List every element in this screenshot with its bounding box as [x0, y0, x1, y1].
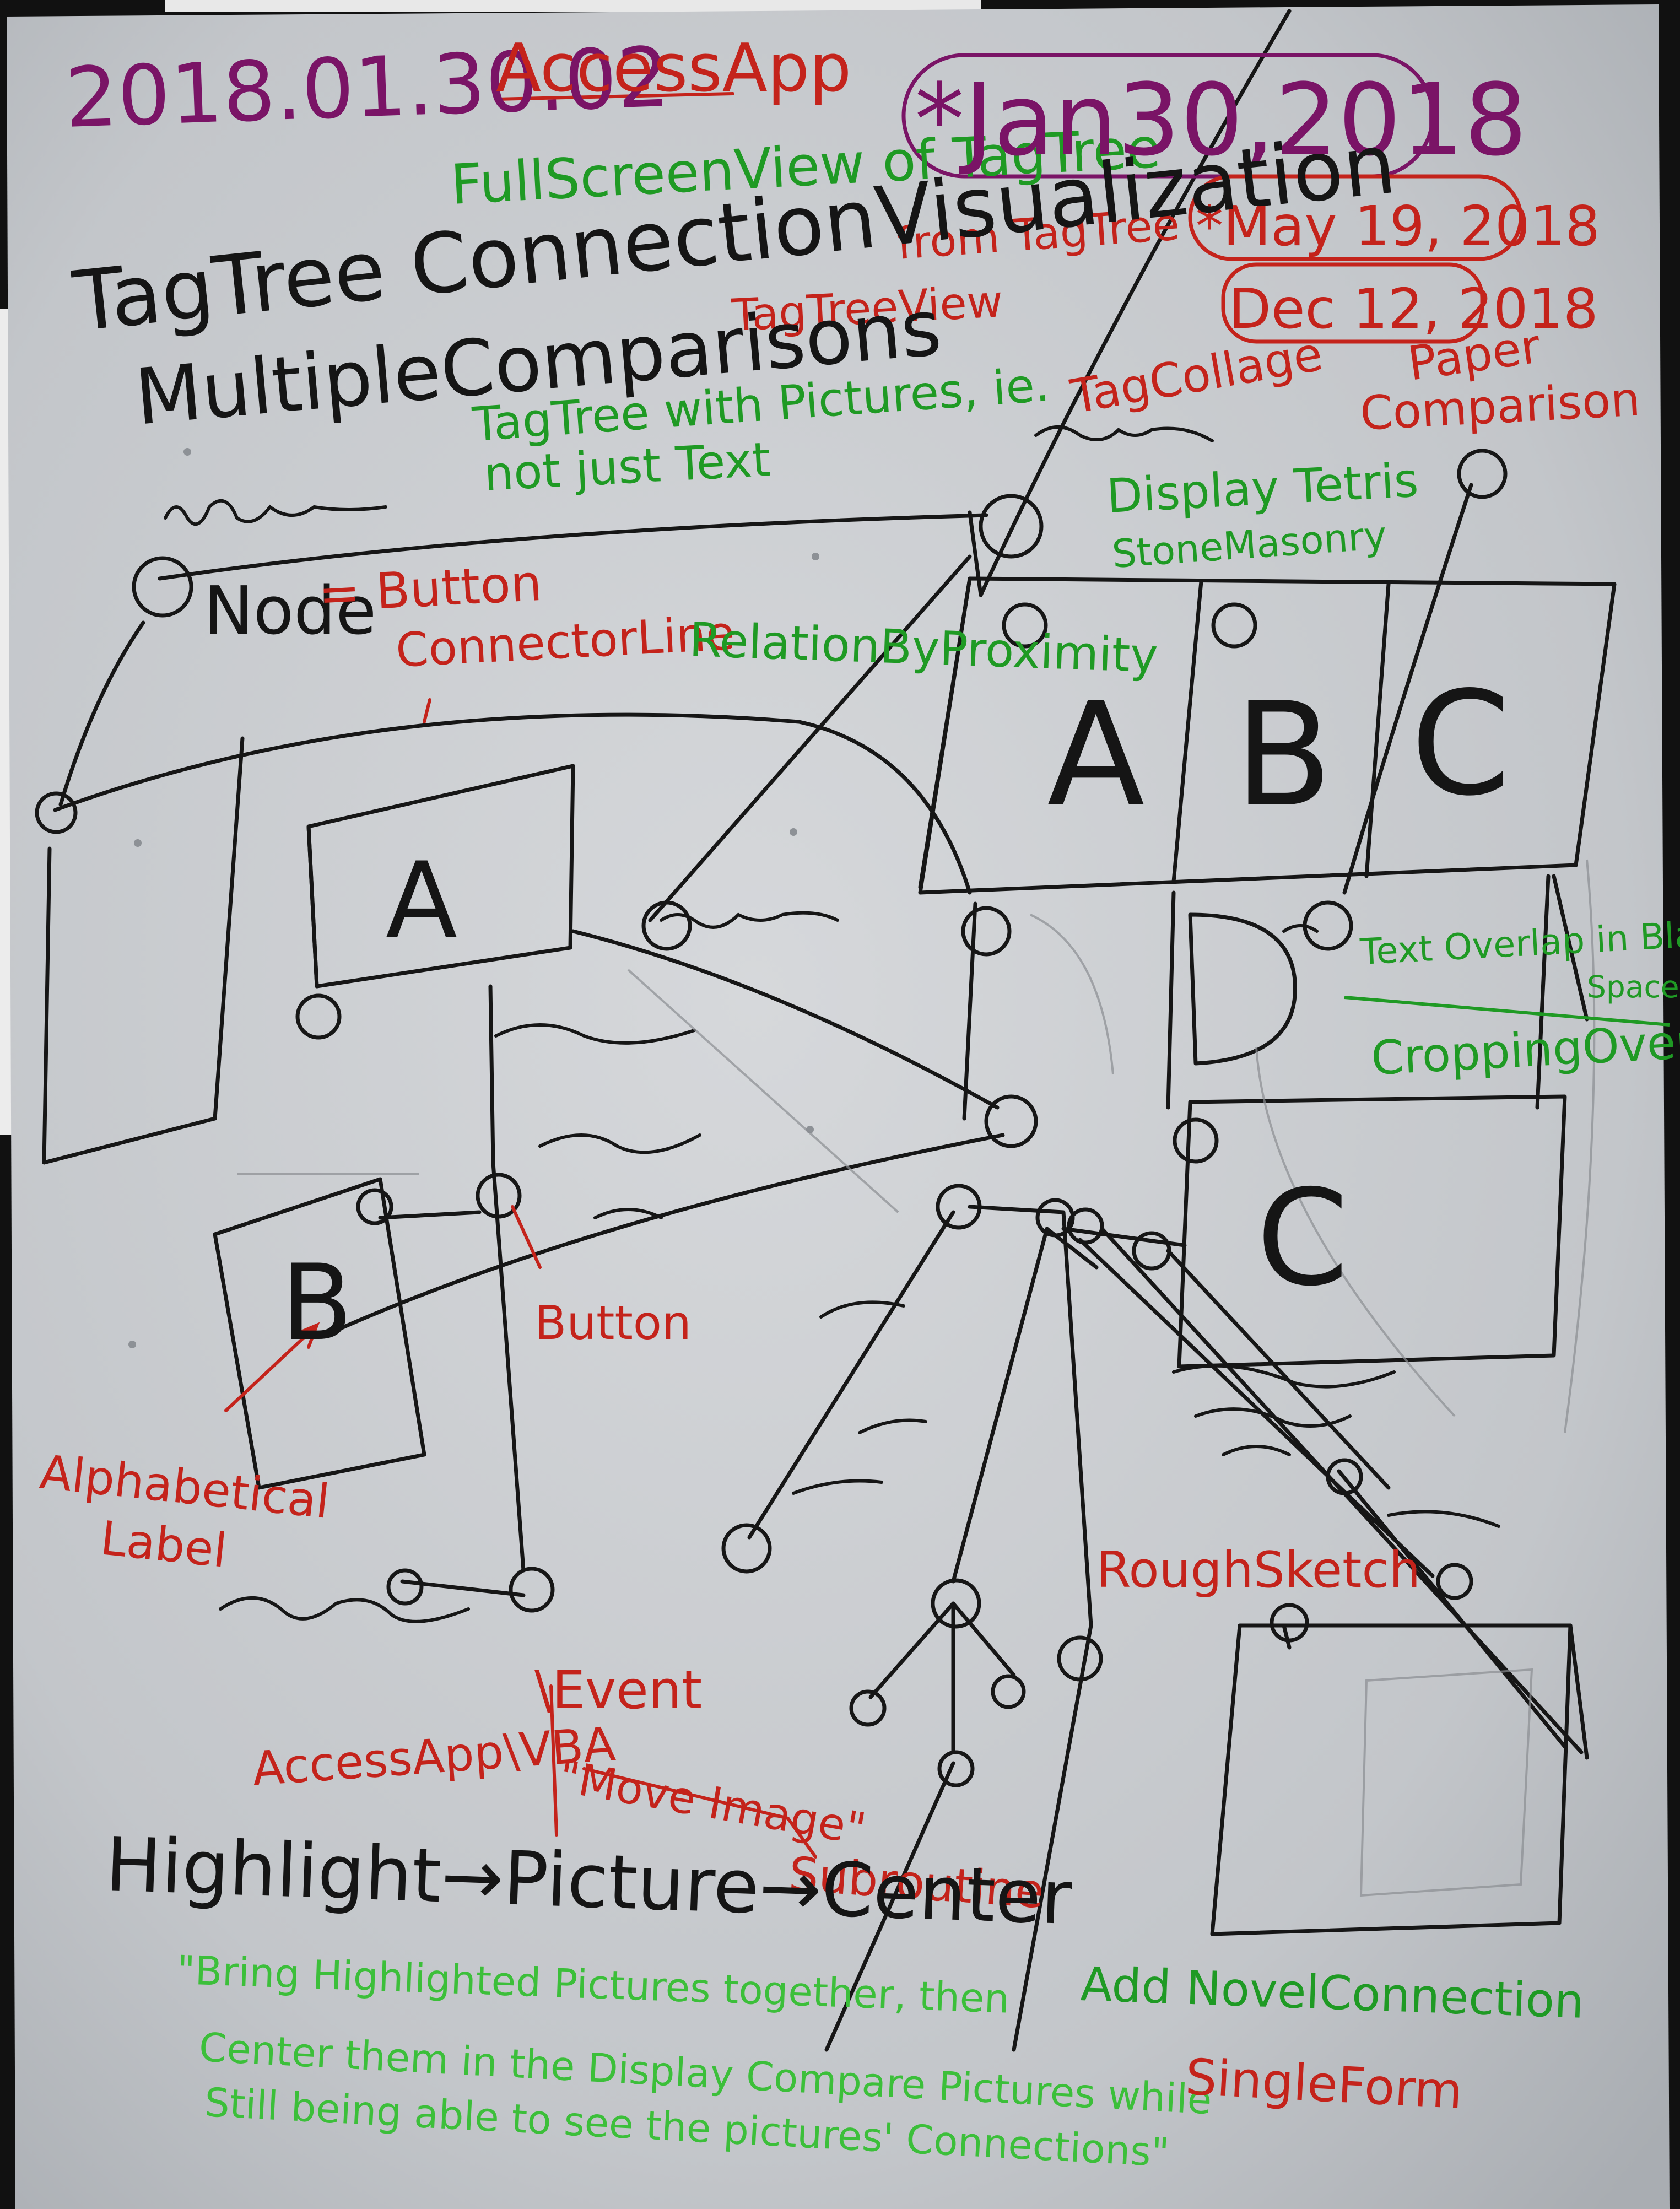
- sketch-lines: [42, 9, 1617, 2052]
- node-label: Node: [204, 573, 376, 650]
- lower-c-letter: C: [1256, 1161, 1349, 1315]
- green-underline: [1344, 996, 1670, 1027]
- button-red-label: Button: [534, 1296, 692, 1351]
- panel-b-letter: B: [1234, 672, 1332, 839]
- date-ovals: [901, 53, 1523, 344]
- red-leaders: [224, 92, 817, 1859]
- scribbles: [164, 425, 1500, 1623]
- button-equals-label: = Button: [317, 554, 543, 624]
- alphabetical-label-line2: Label: [98, 1511, 229, 1578]
- date-secondary: *May 19, 2018: [1196, 194, 1600, 258]
- panel-a-letter: A: [1047, 672, 1146, 839]
- paper-scrap-top: [165, 0, 981, 12]
- date-primary: *Jan30,2018: [915, 63, 1527, 178]
- app-name: AccessApp: [496, 30, 851, 107]
- text-overlap-line2: Space: [1587, 969, 1679, 1004]
- date-tertiary: Dec 12, 2018: [1229, 277, 1598, 341]
- paper-surface: [7, 4, 1670, 2209]
- panel-c-letter: C: [1411, 661, 1511, 828]
- event-label: \Event: [534, 1660, 702, 1721]
- date-code: 2018.01.30.02: [63, 30, 671, 147]
- punch-holes: [128, 448, 819, 1348]
- node-circles: [35, 449, 1508, 1787]
- box-a-letter: A: [386, 840, 457, 962]
- rough-sketch-label: RoughSketch: [1096, 1541, 1420, 1599]
- box-b-letter: B: [281, 1242, 353, 1364]
- pencil-lines: [237, 859, 1596, 1897]
